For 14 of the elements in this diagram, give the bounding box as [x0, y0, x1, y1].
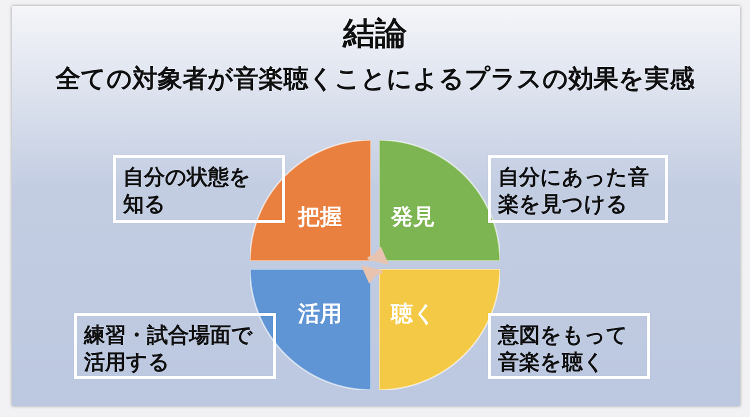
- segment-label: 活用: [298, 300, 342, 329]
- segment-label: 聴く: [391, 300, 436, 329]
- segment-label: 発見: [391, 203, 435, 232]
- note-box: 意図をもって音楽を聴く: [488, 313, 650, 379]
- note-box: 自分にあった音楽を見つける: [488, 155, 668, 223]
- quadrant-segment: [250, 140, 371, 261]
- quadrant-segment: [379, 140, 500, 261]
- cycle-arrow: [367, 246, 390, 264]
- cycle-arrow: [360, 266, 383, 284]
- note-box: 自分の状態を知る: [113, 155, 285, 223]
- title: 結論: [341, 13, 408, 54]
- subtitle: 全ての対象者が音楽聴くことによるプラスの効果を実感: [54, 63, 696, 95]
- segment-label: 把握: [298, 203, 342, 232]
- note-box: 練習・試合場面で活用する: [74, 313, 276, 379]
